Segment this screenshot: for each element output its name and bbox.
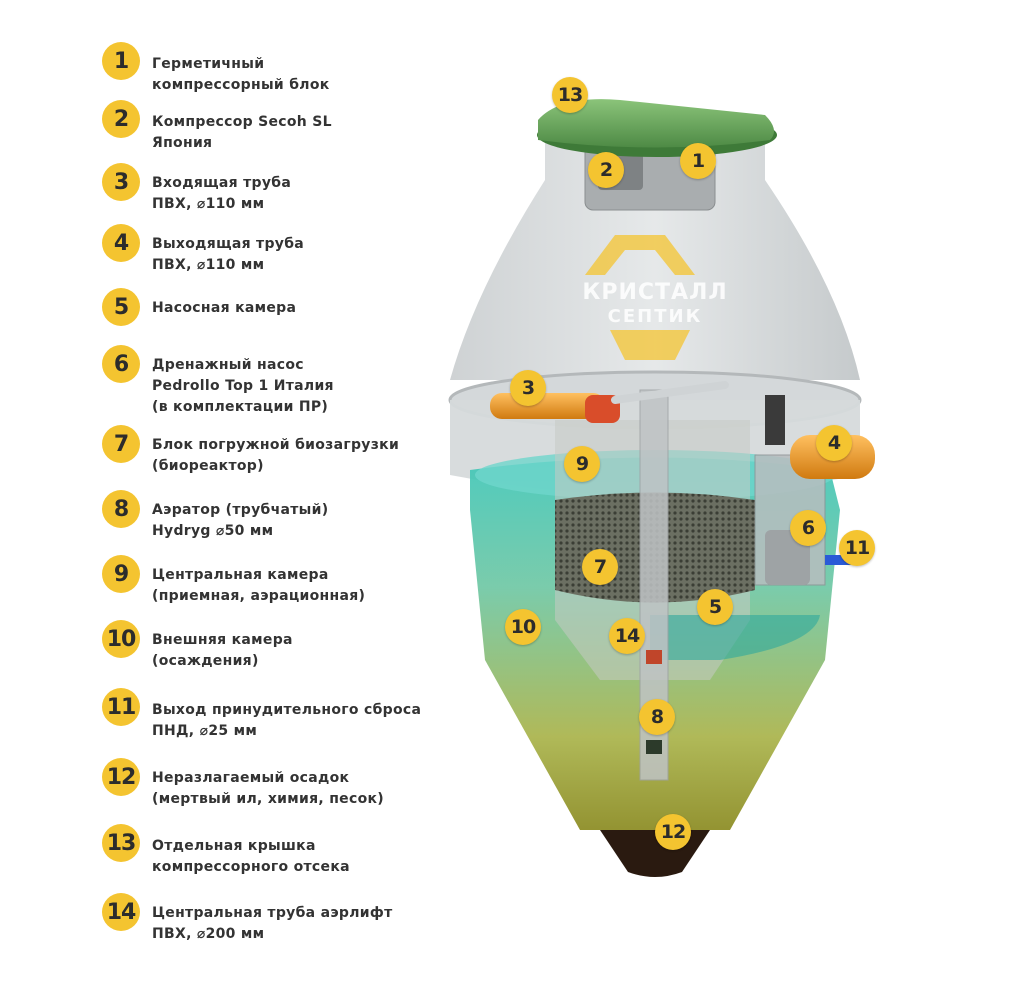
callout-3: 3 <box>510 370 546 406</box>
legend-badge: 5 <box>102 288 140 326</box>
legend-text: Выходящая труба ПВХ, ⌀110 мм <box>152 236 305 273</box>
legend-badge: 2 <box>102 100 140 138</box>
legend-badge: 11 <box>102 688 140 726</box>
legend-badge: 4 <box>102 224 140 262</box>
brand-line-1: КРИСТАЛЛ <box>582 280 728 305</box>
legend-badge: 9 <box>102 555 140 593</box>
legend-text: Выход принудительного сброса ПНД, ⌀25 мм <box>152 702 422 739</box>
legend-text: Центральная труба аэрлифт ПВХ, ⌀200 мм <box>152 905 393 942</box>
callout-7: 7 <box>582 549 618 585</box>
legend-badge: 3 <box>102 163 140 201</box>
legend-badge: 10 <box>102 620 140 658</box>
callout-9: 9 <box>564 446 600 482</box>
brand-line-2: СЕПТИК <box>607 306 703 327</box>
legend-text: Входящая труба ПВХ, ⌀110 мм <box>152 175 292 212</box>
callout-4: 4 <box>816 425 852 461</box>
callout-14: 14 <box>609 618 645 654</box>
legend-text: Дренажный насос Pedrollo Top 1 Италия (в… <box>152 357 334 415</box>
legend-text: Неразлагаемый осадок (мертвый ил, химия,… <box>152 770 384 807</box>
legend-text: Внешняя камера (осаждения) <box>152 632 293 669</box>
legend-badge: 8 <box>102 490 140 528</box>
legend-text: Герметичный компрессорный блок <box>152 56 330 93</box>
legend-text: Отдельная крышка компрессорного отсека <box>152 838 350 875</box>
callout-2: 2 <box>588 152 624 188</box>
legend-text: Насосная камера <box>152 300 297 316</box>
legend-text: Компрессор Secoh SL Япония <box>152 114 332 151</box>
legend-text: Центральная камера (приемная, аэрационна… <box>152 567 366 604</box>
callout-8: 8 <box>639 699 675 735</box>
septic-tank-illustration <box>448 99 875 877</box>
legend-badge: 12 <box>102 758 140 796</box>
legend-badge: 13 <box>102 824 140 862</box>
callout-5: 5 <box>697 589 733 625</box>
callout-12: 12 <box>655 814 691 850</box>
legend-badge: 1 <box>102 42 140 80</box>
septic-tank-diagram: КРИСТАЛЛ СЕПТИК 1 2 3 4 5 6 7 8 9 10 11 … <box>420 60 1020 900</box>
legend-badge: 6 <box>102 345 140 383</box>
legend-text: Аэратор (трубчатый) Hydryg ⌀50 мм <box>152 502 329 539</box>
legend: 1 Герметичный компрессорный блок 2 Компр… <box>0 0 470 992</box>
callout-11: 11 <box>839 530 875 566</box>
legend-text: Блок погружной биозагрузки (биореактор) <box>152 437 400 474</box>
callout-6: 6 <box>790 510 826 546</box>
callout-1: 1 <box>680 143 716 179</box>
legend-badge: 14 <box>102 893 140 931</box>
legend-badge: 7 <box>102 425 140 463</box>
callout-13: 13 <box>552 77 588 113</box>
callout-10: 10 <box>505 609 541 645</box>
